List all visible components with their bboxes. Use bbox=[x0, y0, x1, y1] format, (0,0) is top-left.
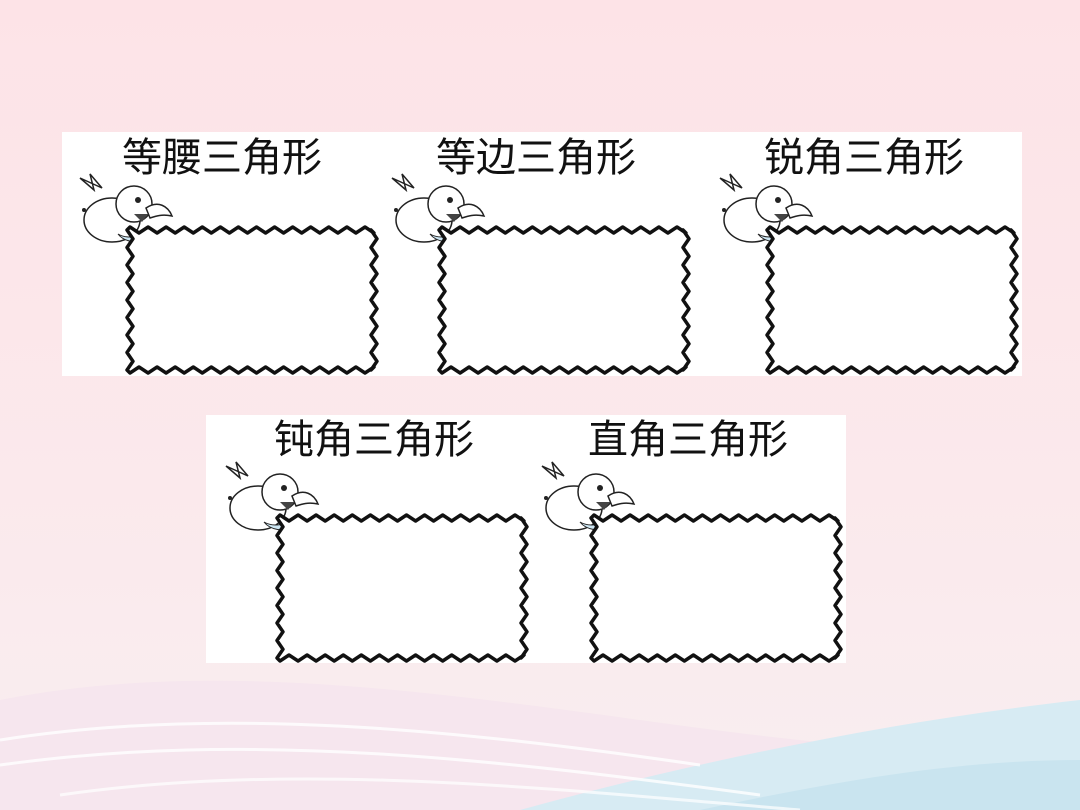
label-right-triangle: 直角三角形 bbox=[588, 417, 788, 463]
bird-icon bbox=[541, 461, 636, 531]
wavy-frame bbox=[765, 225, 1019, 375]
label-isosceles-triangle: 等腰三角形 bbox=[122, 135, 322, 181]
wavy-frame bbox=[437, 225, 691, 375]
wavy-frame bbox=[589, 513, 843, 663]
bird-icon bbox=[225, 461, 320, 531]
wavy-frame bbox=[125, 225, 379, 375]
wavy-frame bbox=[275, 513, 529, 663]
label-obtuse-triangle: 钝角三角形 bbox=[274, 417, 474, 463]
label-equilateral-triangle: 等边三角形 bbox=[436, 135, 636, 181]
label-acute-triangle: 锐角三角形 bbox=[764, 135, 964, 181]
